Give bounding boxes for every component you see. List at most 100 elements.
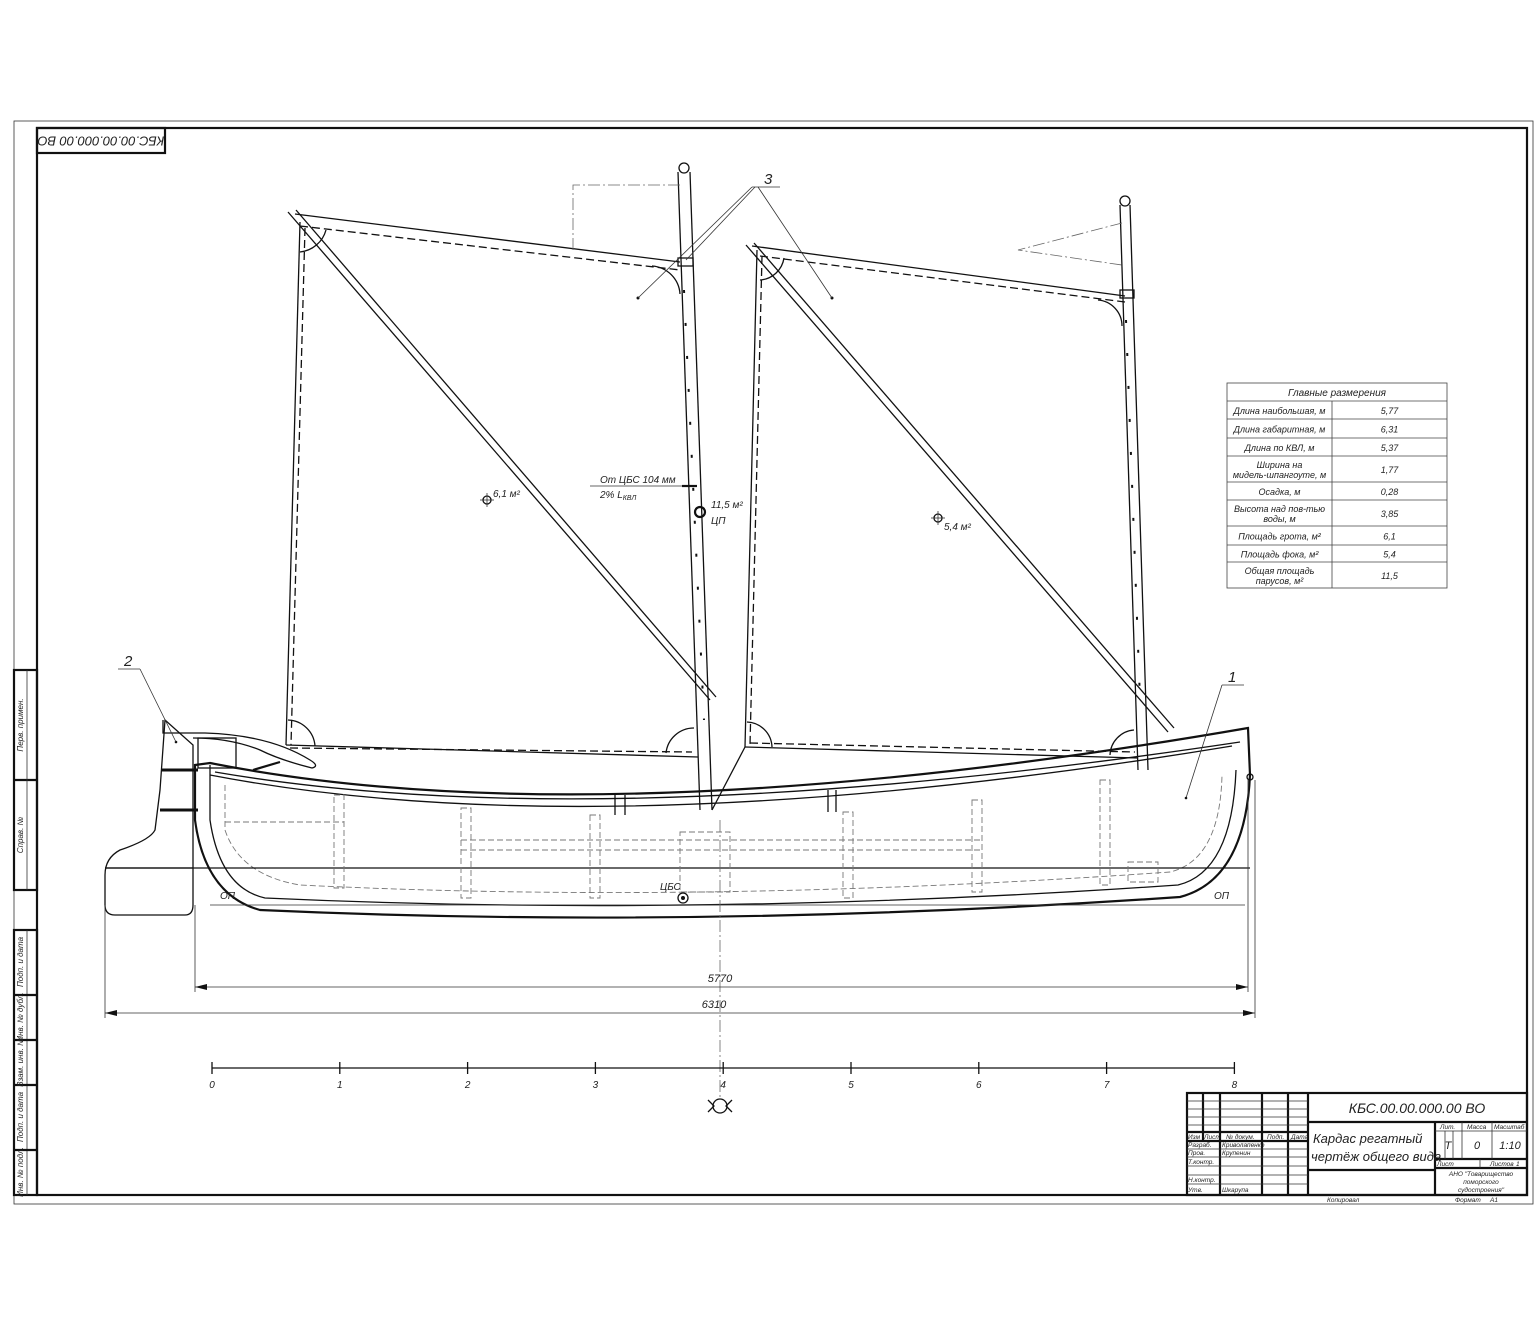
dimension-6310: 6310 <box>104 780 1256 1018</box>
table-title: Главные размерения <box>1288 388 1387 399</box>
person-developer: Криволапенко <box>1222 1142 1265 1149</box>
table-row-value: 5,37 <box>1381 443 1400 453</box>
cbs-note-text: 2% L <box>599 490 623 501</box>
callout-number: 2 <box>123 653 133 670</box>
cbs-note-subscript: КВЛ <box>623 495 637 502</box>
table-row-label: Высота над пов-тью <box>1234 504 1325 514</box>
table-row-value: 3,85 <box>1381 509 1400 519</box>
main-mast <box>677 162 713 811</box>
format-value: A1 <box>1489 1197 1498 1204</box>
org-line: АНО "Товарищество <box>1448 1171 1514 1178</box>
table-row-label: Длина по КВЛ, м <box>1244 443 1315 453</box>
fore-sail <box>711 245 1139 811</box>
section-symbol-icon <box>707 1098 733 1114</box>
scale-tick-label: 6 <box>976 1080 982 1091</box>
lit-value: Т <box>1445 1140 1453 1152</box>
baseline: ОП ОП <box>210 891 1245 906</box>
scale-tick-label: 3 <box>593 1080 599 1091</box>
baseline-label: ОП <box>1214 891 1230 902</box>
side-stamp-label: Инв. № подл. <box>16 1147 25 1197</box>
sheet-outer-border <box>13 120 1534 1205</box>
scale-tick-label: 2 <box>464 1080 471 1091</box>
table-row-value: 0,28 <box>1381 487 1399 497</box>
scale-tick-label: 7 <box>1104 1080 1110 1091</box>
drawing-name-line1: Кардас регатный <box>1313 1131 1422 1146</box>
side-stamp-label: Взам. инв. № <box>16 1037 25 1087</box>
header-date: Дата <box>1290 1134 1309 1141</box>
cbs-note-line1: От ЦБС 104 мм <box>600 475 676 486</box>
fore-sprit <box>745 242 1175 733</box>
drawing-frame <box>35 126 1529 1197</box>
table-row-value: 6,1 <box>1383 532 1396 542</box>
table-row-label: Длина габаритная, м <box>1233 425 1326 435</box>
fore-sail-area: 5,4 м² <box>944 522 972 533</box>
title-block: Изм Лист № докум. Подп. Дата Разраб. Кри… <box>1185 1091 1529 1204</box>
header-doc-no: № докум. <box>1226 1133 1255 1141</box>
main-sail-centroid: 6,1 м² <box>480 489 521 507</box>
person-approved: Шкарупа <box>1222 1187 1249 1194</box>
scale-tick-label: 4 <box>720 1080 726 1091</box>
side-stamp: Перв. примен. Справ. № Подп. и дата Инв.… <box>12 668 39 1197</box>
callout-number: 1 <box>1228 669 1236 686</box>
center-of-effort: 11,5 м² ЦП <box>693 500 743 527</box>
hull <box>105 726 1254 919</box>
dimension-value: 6310 <box>702 999 727 1011</box>
drawing-name-line2: чертёж общего вида <box>1311 1149 1441 1164</box>
baseline-label: ОП <box>220 891 236 902</box>
role-approved: Утв. <box>1187 1187 1203 1194</box>
dimension-value: 5770 <box>708 973 733 985</box>
role-developer: Разраб. <box>1188 1141 1212 1149</box>
scale-label: Масштаб <box>1494 1123 1525 1131</box>
center-of-effort-label: ЦП <box>711 516 726 527</box>
scale-tick-label: 1 <box>337 1080 343 1091</box>
total-sail-area: 11,5 м² <box>711 500 743 511</box>
format-label: Формат <box>1455 1197 1481 1204</box>
side-stamp-label: Подп. и дата <box>16 1091 25 1142</box>
header-sign: Подп. <box>1267 1133 1284 1141</box>
callout-hull: 1 <box>1184 669 1244 800</box>
top-stamp-code: КБС.00.00.000.00 ВО <box>38 134 165 149</box>
callout-sails: 3 <box>637 171 833 299</box>
role-checker: Пров. <box>1188 1150 1205 1157</box>
table-row-label: парусов, м² <box>1256 576 1305 586</box>
table-row-label: Площадь грота, м² <box>1238 532 1322 542</box>
side-stamp-label: Подп. и дата <box>16 936 25 987</box>
callout-rudder: 2 <box>118 653 177 743</box>
sheets-label: Листов <box>1489 1161 1514 1168</box>
sheet-label: Лист <box>1436 1161 1454 1168</box>
role-tech-control: Т.контр. <box>1188 1159 1214 1166</box>
table-row-value: 6,31 <box>1381 425 1399 435</box>
cbs-note-line2: 2% LКВЛ <box>599 490 636 502</box>
cbs-label: ЦБС <box>660 882 682 893</box>
header-list: Лист <box>1203 1134 1221 1141</box>
fore-pennant-outline <box>1017 222 1123 266</box>
org-line: судостроения" <box>1458 1186 1505 1194</box>
org-line: поморского <box>1463 1179 1499 1186</box>
table-row-label: Ширина на <box>1257 460 1303 470</box>
table-row-label: Осадка, м <box>1259 487 1301 497</box>
lit-label: Лит. <box>1439 1124 1455 1131</box>
fore-mast <box>1119 195 1149 771</box>
side-stamp-label: Инв. № дубл. <box>16 992 25 1041</box>
cbs-marker: ЦБС <box>660 820 721 1100</box>
scale-tick-label: 8 <box>1232 1080 1238 1091</box>
sheets-count: 1 <box>1516 1161 1520 1168</box>
mass-label: Масса <box>1467 1124 1487 1131</box>
role-norm-control: Н.контр. <box>1188 1177 1216 1184</box>
side-stamp-label: Справ. № <box>16 816 25 853</box>
table-row-label: Общая площадь <box>1245 566 1315 576</box>
callout-number: 3 <box>764 171 773 188</box>
table-row-value: 1,77 <box>1381 465 1400 475</box>
table-row-value: 11,5 <box>1381 571 1399 581</box>
cbs-offset-note: От ЦБС 104 мм 2% LКВЛ <box>590 475 697 502</box>
main-pennant-outline <box>572 184 680 250</box>
scale-tick-label: 0 <box>209 1080 215 1091</box>
table-row-value: 5,77 <box>1381 406 1400 416</box>
main-sail-area: 6,1 м² <box>493 489 521 500</box>
fore-sail-centroid: 5,4 м² <box>931 511 972 533</box>
table-row-label: Длина наибольшая, м <box>1233 406 1326 416</box>
mass-value: 0 <box>1474 1140 1481 1152</box>
